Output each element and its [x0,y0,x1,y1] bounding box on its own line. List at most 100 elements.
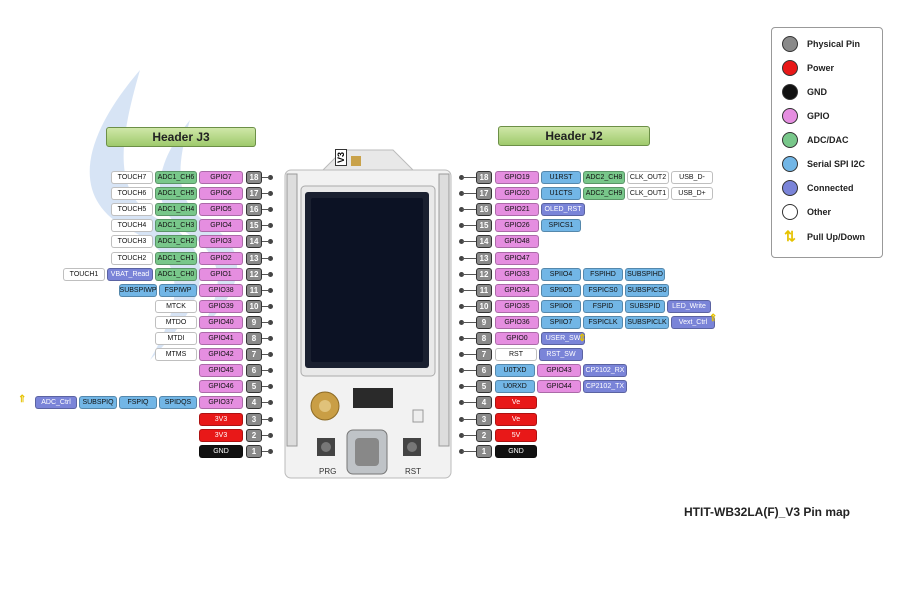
pin-dot-right [459,417,464,422]
pin-number-right: 17 [476,187,492,200]
legend-swatch [782,36,798,52]
pin-label-gpio: GPIO37 [199,396,243,409]
pin-lead-left [262,402,270,403]
pin-lead-right [462,322,476,323]
legend-label: Pull Up/Down [807,231,865,242]
pin-label-spi: FSPIWP [159,284,197,297]
pin-number-left: 8 [246,332,262,345]
pin-number-right: 7 [476,348,492,361]
legend-item: Connected [782,180,854,196]
legend-item: Physical Pin [782,36,860,52]
pin-label-spi: U0RXD [495,380,535,393]
pin-label-spi: SPICS1 [541,219,581,232]
pin-label-conn: LED_Write [667,300,711,313]
pin-dot-right [459,239,464,244]
pullup-arrow-icon: ⇕ [578,333,587,344]
legend-label: Physical Pin [807,39,861,49]
pin-lead-right [462,370,476,371]
pin-label-gpio: GPIO21 [495,203,539,216]
pin-lead-left [262,370,270,371]
pin-lead-right [462,209,476,210]
pin-dot-right [459,207,464,212]
rst-label: RST [405,467,421,476]
pin-dot-right [459,175,464,180]
pin-label-spi: SPIIO4 [541,268,581,281]
pin-number-left: 11 [246,284,262,297]
pin-number-left: 16 [246,203,262,216]
legend-item: GND [782,84,827,100]
pull-up-down-icon: ⇅ [784,228,796,244]
pin-dot-left [268,288,273,293]
pin-number-left: 18 [246,171,262,184]
pin-label-other: TOUCH5 [111,203,153,216]
pin-label-other: USB_D+ [671,187,713,200]
legend-swatch [782,60,798,76]
pin-label-gpio: GPIO47 [495,252,539,265]
pin-lead-left [262,225,270,226]
pin-label-gpio: GPIO34 [495,284,539,297]
pin-lead-left [262,241,270,242]
pin-dot-left [268,272,273,277]
pin-dot-left [268,239,273,244]
pullup-arrow-icon: ⇑ [18,394,27,405]
pin-lead-left [262,209,270,210]
legend-item: ADC/DAC [782,132,849,148]
pin-label-spi: FSPIHD [583,268,623,281]
pin-label-spi: FSPID [583,300,623,313]
pin-lead-left [262,258,270,259]
legend-label: Connected [807,183,854,193]
pin-label-other: TOUCH4 [111,219,153,232]
pin-label-spi: SPIIO7 [541,316,581,329]
pin-label-other: MTDI [155,332,197,345]
pin-dot-left [268,175,273,180]
legend-swatch [782,156,798,172]
pin-lead-left [262,354,270,355]
pin-label-gpio: GPIO38 [199,284,243,297]
pin-lead-right [462,274,476,275]
pin-lead-right [462,435,476,436]
diagram-title: HTIT-WB32LA(F)_V3 Pin map [684,505,851,519]
pin-label-gpio: GPIO6 [199,187,243,200]
pin-number-left: 5 [246,380,262,393]
pin-label-spi: SPIDQS [159,396,197,409]
pin-number-left: 17 [246,187,262,200]
pin-dot-left [268,191,273,196]
pin-number-right: 14 [476,235,492,248]
legend-swatch [782,180,798,196]
pin-number-right: 16 [476,203,492,216]
pin-label-gpio: GPIO42 [199,348,243,361]
pin-label-gpio: GPIO48 [495,235,539,248]
pin-number-left: 10 [246,300,262,313]
pin-number-left: 9 [246,316,262,329]
pin-lead-right [462,241,476,242]
pin-label-gpio: GPIO19 [495,171,539,184]
pin-dot-left [268,384,273,389]
pin-lead-right [462,386,476,387]
pin-number-left: 4 [246,396,262,409]
pin-dot-right [459,352,464,357]
legend-item: ⇅ Pull Up/Down [782,228,865,245]
pin-number-left: 14 [246,235,262,248]
pin-label-other: RST [495,348,537,361]
pin-label-spi: SUBSPIWP [119,284,157,297]
pin-label-adc: ADC2_CH8 [583,171,625,184]
pin-label-spi: SUBSPICLK [625,316,669,329]
pin-number-right: 15 [476,219,492,232]
pin-dot-left [268,223,273,228]
pin-lead-left [262,306,270,307]
pin-number-right: 10 [476,300,492,313]
pin-dot-left [268,352,273,357]
pin-lead-left [262,451,270,452]
pin-number-right: 6 [476,364,492,377]
pin-dot-left [268,417,273,422]
pin-dot-right [459,368,464,373]
pin-label-conn: RST_SW [539,348,583,361]
pin-number-right: 3 [476,413,492,426]
pin-label-spi: SUBSPIQ [79,396,117,409]
pin-label-adc: ADC1_CH3 [155,219,197,232]
pin-dot-right [459,288,464,293]
pin-label-other: CLK_OUT1 [627,187,669,200]
legend-swatch [782,84,798,100]
pin-label-gnd: GND [199,445,243,458]
pin-label-gpio: GPIO26 [495,219,539,232]
